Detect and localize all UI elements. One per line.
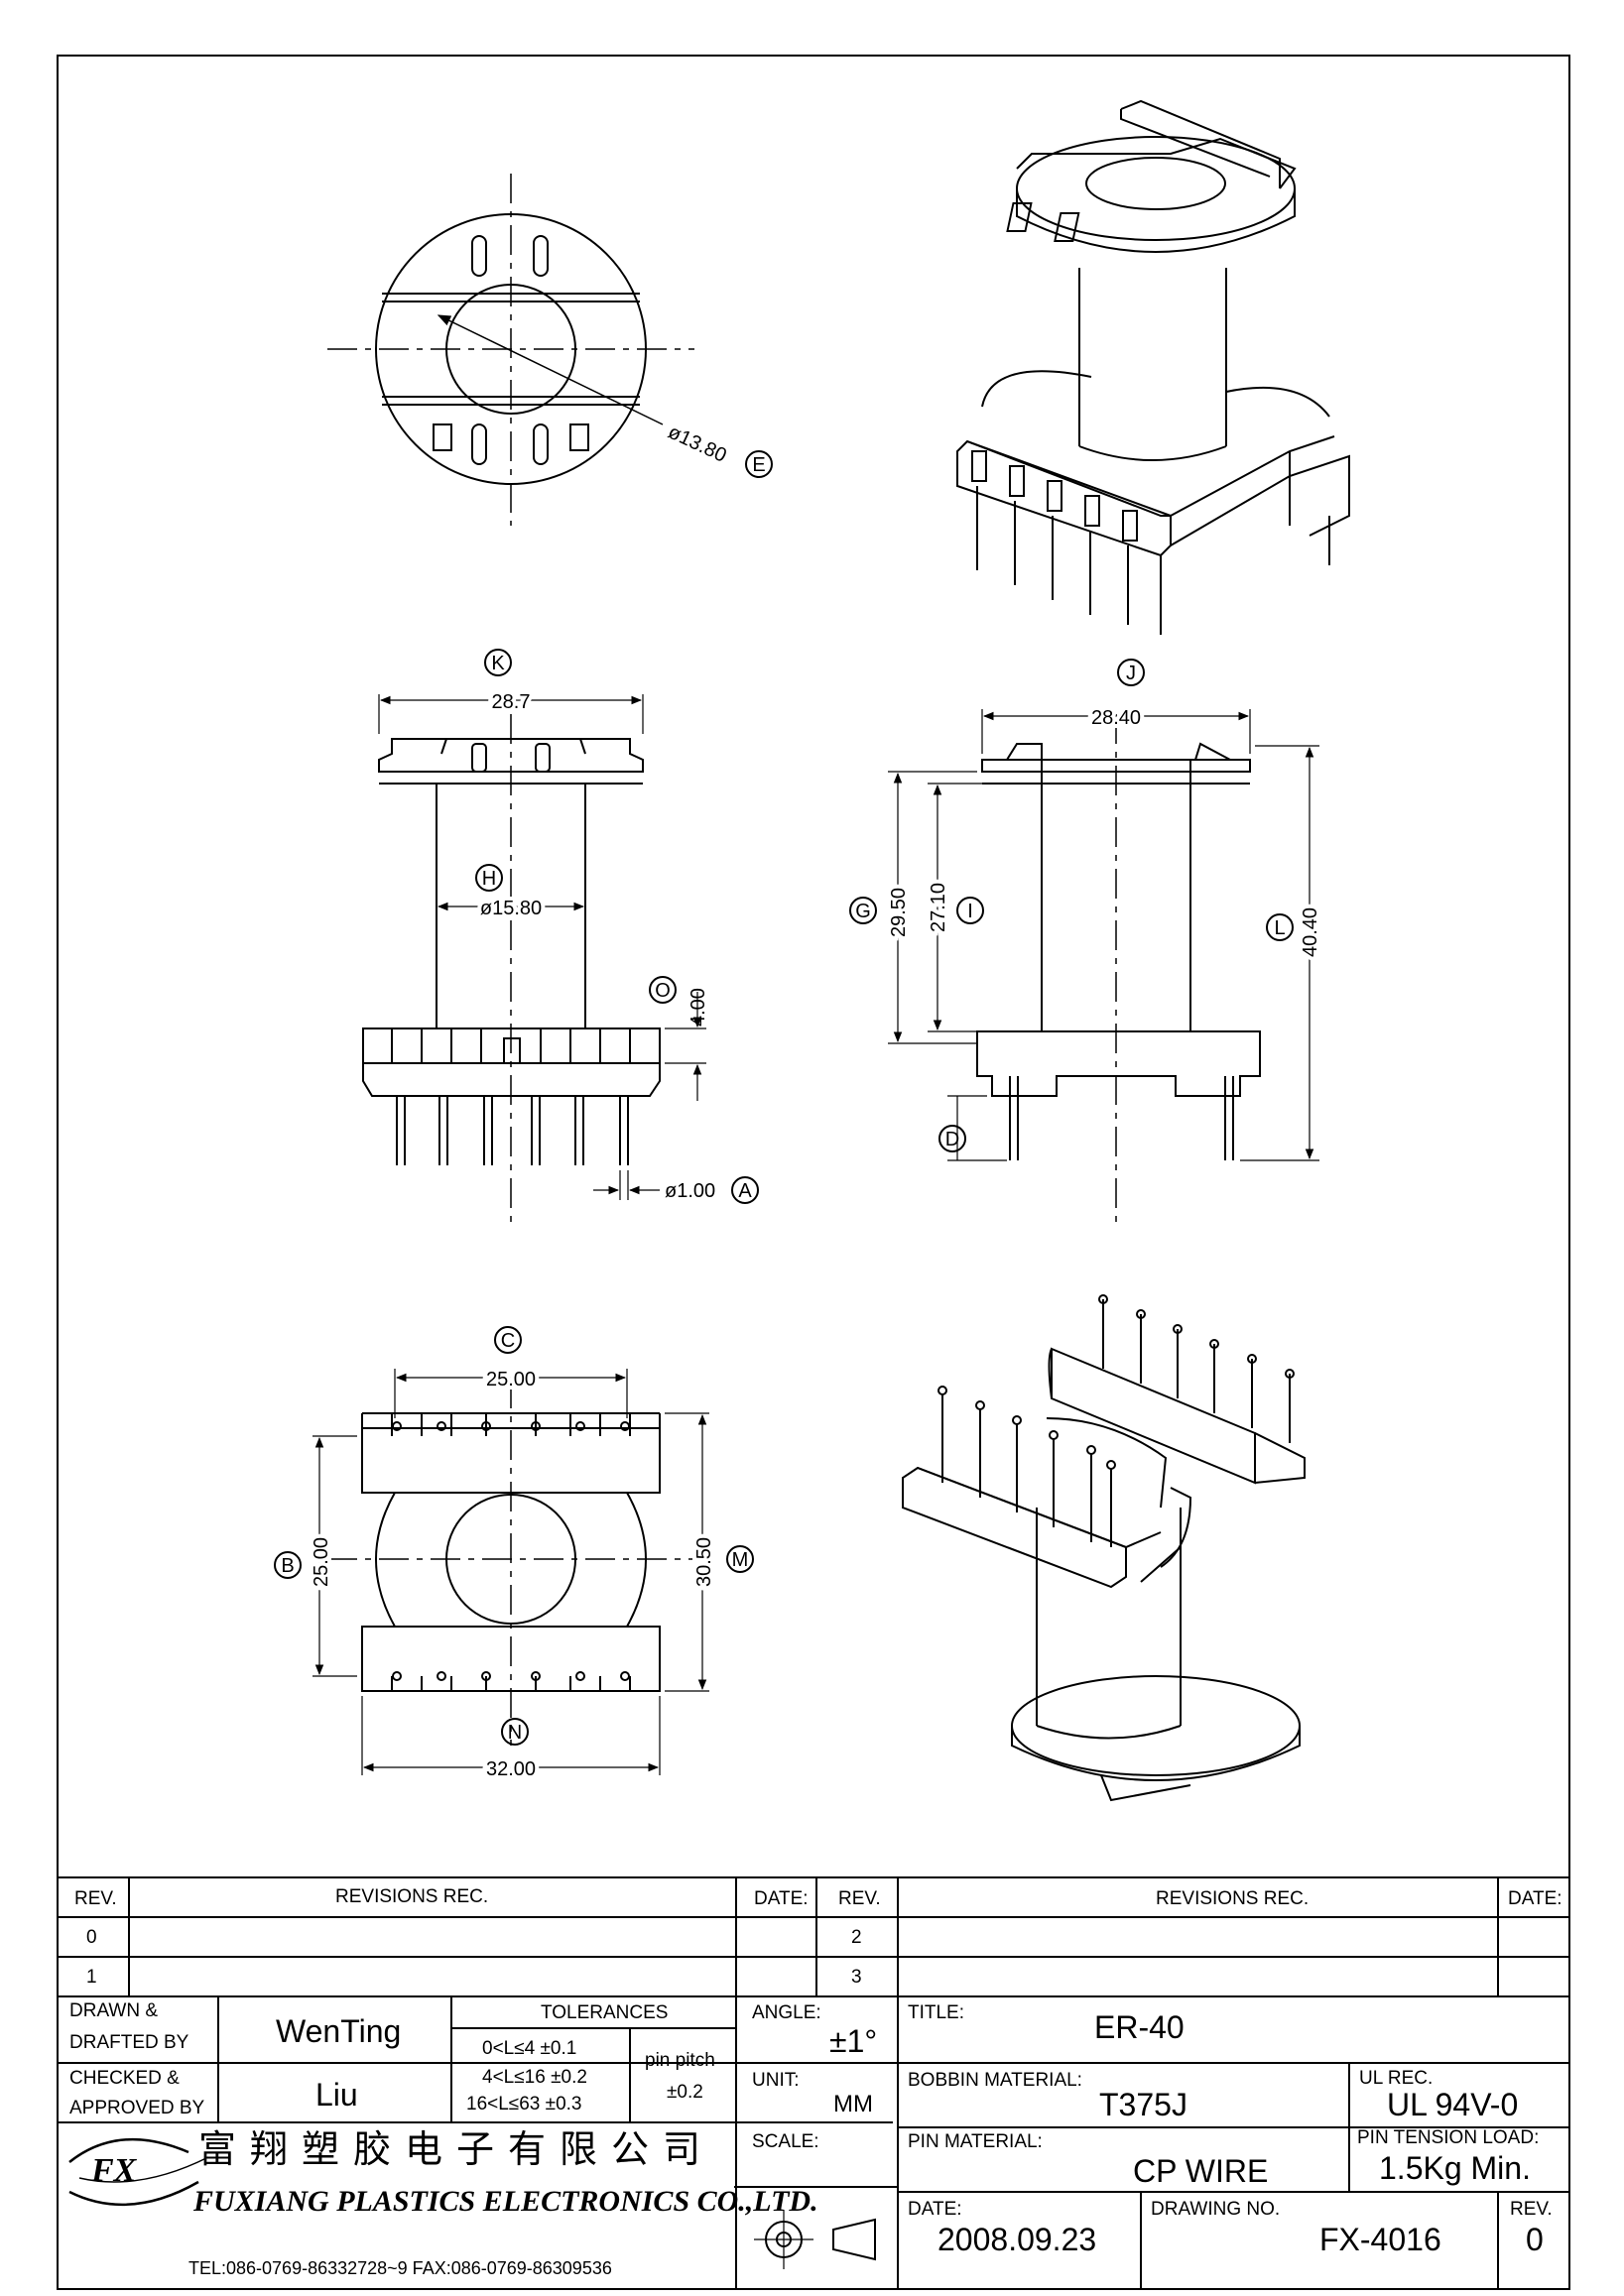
bottom-view [312,1369,709,1775]
dim-front-core: ø15.80 [480,898,542,919]
title-value: ER-40 [1094,2009,1185,2045]
date-header-left: DATE: [754,1888,809,1909]
ul-label: UL REC. [1359,2068,1434,2089]
rev-header-right: REV. [838,1888,881,1909]
callout-c-circle [494,1326,522,1354]
pin-pitch-label: pin pitch [645,2050,715,2071]
callout-o: O [655,980,671,1002]
rev-row-2: 2 [851,1927,862,1948]
dim-pin-dia: ø1.00 [665,1180,715,1202]
unit-value: MM [833,2091,873,2117]
dim-front-base: 4.00 [687,988,709,1027]
callout-m-circle [726,1545,754,1573]
unit-label: UNIT: [752,2070,800,2091]
checked-label: CHECKED & [69,2068,180,2089]
fx-logo-icon [68,2137,209,2207]
dim-front-width: 28.7 [492,691,531,713]
side-view [888,709,1319,1225]
rev-row-1: 1 [86,1967,97,1988]
callout-a: A [738,1180,752,1202]
callout-n: N [508,1722,522,1744]
callout-h-circle [475,864,503,892]
pin-tension-value: 1.5Kg Min. [1379,2150,1531,2186]
pin-material-label: PIN MATERIAL: [908,2131,1043,2152]
dim-side-i: 27.10 [928,883,949,932]
callout-c: C [501,1330,515,1352]
drawing-no-value: FX-4016 [1319,2222,1441,2257]
pin-tension-label: PIN TENSION LOAD: [1357,2127,1540,2148]
title-label: TITLE: [908,2002,965,2023]
tolerance-2: 4<L≤16 ±0.2 [482,2067,587,2088]
drawn-by-value: WenTing [276,2013,402,2049]
callout-o-circle [649,976,677,1004]
callout-k-circle [484,649,512,676]
rev-header-left: REV. [74,1888,117,1909]
rev-row-0: 0 [86,1927,97,1948]
logo-text: FX [91,2152,137,2189]
callout-e-circle [745,450,773,478]
callout-b: B [281,1555,294,1577]
projection-symbol-icon [754,2210,876,2269]
tolerance-1: 0<L≤4 ±0.1 [482,2038,577,2059]
callout-e: E [752,454,765,476]
dim-bottom-m: 30.50 [693,1537,715,1587]
callout-j-circle [1117,659,1145,686]
date-label: DATE: [908,2199,962,2220]
callout-b-circle [274,1551,302,1579]
dim-side-width: 28.40 [1091,707,1141,729]
front-view [362,694,706,1225]
tolerances-label: TOLERANCES [541,2002,669,2023]
dim-side-l: 40.40 [1300,907,1321,957]
callout-n-circle [501,1718,529,1746]
iso-view-bottom [902,1294,1306,1802]
company-tel: TEL:086-0769-86332728~9 FAX:086-0769-863… [188,2258,612,2278]
bobbin-material-label: BOBBIN MATERIAL: [908,2070,1082,2091]
company-name-en: FUXIANG PLASTICS ELECTRONICS CO.,LTD. [193,2185,818,2218]
title-block-grid [58,1876,1569,2289]
revisions-header-right: REVISIONS REC. [1156,1888,1310,1909]
approved-by-value: Liu [315,2077,358,2113]
approved-label: APPROVED BY [69,2098,205,2118]
rev-row-3: 3 [851,1967,862,1988]
callout-l-circle [1266,913,1294,941]
rev-label: REV. [1510,2199,1553,2220]
dim-bottom-n: 32.00 [486,1758,536,1780]
dim-bottom-c: 25.00 [486,1369,536,1390]
dim-side-g: 29.50 [888,888,910,937]
sheet-border [57,55,1570,2290]
callout-g: G [855,901,871,922]
callout-d: D [945,1129,959,1150]
drafted-label: DRAFTED BY [69,2032,189,2053]
top-view [327,174,694,526]
ul-value: UL 94V-0 [1387,2087,1519,2122]
callout-j: J [1126,663,1136,684]
callout-a-circle [731,1176,759,1204]
callout-i: I [967,901,973,922]
pin-material-value: CP WIRE [1133,2153,1269,2189]
tolerance-3: 16<L≤63 ±0.3 [466,2094,582,2115]
iso-view-top [956,99,1350,635]
bobbin-material-value: T375J [1099,2087,1187,2122]
revisions-header-left: REVISIONS REC. [335,1886,489,1907]
pin-pitch-tol: ±0.2 [667,2082,703,2103]
angle-value: ±1° [829,2023,878,2059]
company-name-cn: 富翔塑胶电子有限公司 [198,2127,715,2171]
dim-bottom-b: 25.00 [311,1537,332,1587]
callout-d-circle [938,1125,966,1152]
callout-g-circle [849,897,877,924]
date-header-right: DATE: [1508,1888,1562,1909]
angle-label: ANGLE: [752,2002,821,2023]
dim-top-dia: ø13.80 [665,422,730,467]
drawn-label: DRAWN & [69,2000,159,2021]
callout-l: L [1274,917,1285,939]
callout-h: H [482,868,496,890]
drawing-no-label: DRAWING NO. [1151,2199,1281,2220]
callout-m: M [732,1549,749,1571]
scale-label: SCALE: [752,2131,819,2152]
date-value: 2008.09.23 [937,2222,1097,2257]
callout-k: K [491,653,505,674]
callout-i-circle [956,897,984,924]
rev-value: 0 [1526,2222,1544,2257]
